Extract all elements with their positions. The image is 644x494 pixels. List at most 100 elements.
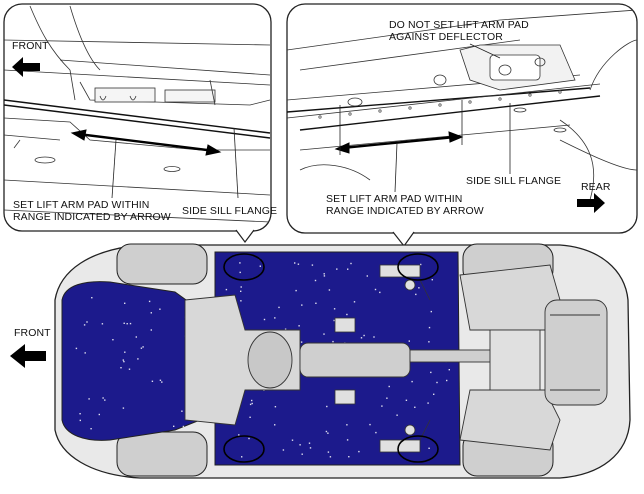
left-front-label: FRONT	[12, 40, 49, 52]
floor-speckle-dot	[75, 347, 78, 350]
floor-speckle-dot	[102, 397, 104, 399]
floor-speckle-dot	[420, 263, 422, 266]
range-arrow-right-callout	[334, 131, 464, 154]
floor-speckle-dot	[129, 322, 132, 325]
floor-speckle-dot	[84, 352, 86, 354]
floor-speckle-dot	[448, 369, 450, 371]
floor-speckle-dot	[137, 358, 139, 360]
right-callout-drawing	[287, 9, 637, 201]
floor-speckle-dot	[430, 310, 432, 313]
floor-speckle-dot	[436, 381, 438, 384]
floor-speckle-dot	[182, 425, 185, 428]
floor-speckle-dot	[333, 319, 335, 322]
floor-speckle-dot	[311, 264, 314, 266]
floor-speckle-dot	[327, 432, 329, 434]
floor-speckle-dot	[90, 428, 92, 430]
floor-speckle-dot	[259, 265, 261, 267]
floor-speckle-dot	[314, 279, 317, 282]
floor-speckle-dot	[159, 379, 162, 381]
floor-speckle-dot	[428, 447, 430, 449]
lift-point-front-right	[223, 435, 265, 463]
floor-speckle-dot	[327, 451, 330, 453]
floor-speckle-dot	[282, 449, 285, 451]
floor-speckle-dot	[308, 442, 311, 444]
floor-speckle-dot	[239, 271, 241, 274]
floor-speckle-dot	[428, 326, 431, 329]
floor-speckle-dot	[328, 289, 331, 291]
floor-speckle-dot	[326, 405, 328, 408]
deflector-warning: DO NOT SET LIFT ARM PAD AGAINST DEFLECTO…	[389, 19, 529, 43]
floor-speckle-dot	[369, 423, 371, 426]
floor-speckle-dot	[325, 430, 328, 433]
floor-speckle-dot	[415, 293, 417, 296]
floor-speckle-dot	[83, 324, 86, 326]
floor-speckle-dot	[329, 456, 332, 458]
leader-line-note-right	[394, 142, 398, 193]
lift-point-rear-right	[397, 435, 439, 463]
floor-speckle-dot	[159, 308, 161, 310]
floor-speckle-dot	[379, 291, 381, 294]
floor-speckle-dot	[284, 328, 287, 330]
floor-speckle-dot	[332, 340, 334, 343]
leader-line-deflector	[469, 43, 501, 59]
floor-speckle-dot	[315, 302, 317, 304]
left-side-sill-label: SIDE SILL FLANGE	[182, 205, 278, 217]
wheel-front-right	[116, 431, 208, 477]
floor-speckle-dot	[101, 323, 104, 325]
floor-speckle-dot	[128, 368, 131, 370]
floor-speckle-dot	[333, 308, 336, 310]
floor-speckle-dot	[411, 380, 413, 383]
right-callout-pointer	[392, 231, 415, 248]
floor-speckle-dot	[123, 322, 125, 324]
leader-line-flange-left	[233, 127, 239, 199]
floor-speckle-dot	[263, 318, 266, 321]
floor-speckle-dot	[298, 325, 300, 327]
floor-speckle-dot	[291, 439, 294, 441]
floor-speckle-dot	[336, 268, 338, 270]
floor-speckle-dot	[323, 275, 326, 277]
floor-speckle-dot	[373, 336, 375, 338]
floor-speckle-dot	[112, 339, 114, 341]
floor-speckle-dot	[148, 300, 151, 303]
front-undercover	[61, 281, 201, 441]
floor-speckle-dot	[123, 360, 125, 363]
floor-speckle-dot	[418, 287, 420, 289]
floor-speckle-dot	[347, 268, 349, 270]
left-callout-drawing	[4, 5, 271, 223]
floor-speckle-dot	[374, 288, 377, 291]
floor-speckle-dot	[251, 402, 253, 405]
floor-speckle-dot	[346, 313, 348, 316]
floor-speckle-dot	[350, 262, 352, 265]
right-callout	[286, 3, 638, 248]
front-subframe	[184, 294, 521, 426]
floor-speckle-dot	[239, 262, 241, 264]
leader-line-note-left	[111, 139, 117, 199]
right-range-note: SET LIFT ARM PAD WITHIN RANGE INDICATED …	[326, 193, 484, 217]
floor-speckle-dot	[388, 385, 390, 388]
range-arrow-left-callout	[70, 129, 222, 156]
underbody-details	[334, 264, 431, 453]
floor-speckle-dot	[300, 341, 303, 343]
arrow-left-icon	[10, 344, 46, 368]
floor-speckle-dot	[161, 381, 163, 383]
floor-speckle-dot	[297, 263, 300, 265]
main-front-label: FRONT	[14, 327, 51, 339]
lift-point-rear-left	[397, 253, 439, 281]
left-callout-pointer	[235, 229, 255, 243]
floor-speckle-dot	[301, 304, 303, 306]
floor-speckle-dot	[428, 341, 430, 343]
floor-speckle-dot	[358, 450, 360, 453]
floor-speckle-dot	[248, 437, 250, 440]
floor-speckle-dot	[140, 347, 143, 349]
floor-speckle-dot	[274, 317, 276, 319]
floor-speckle-dot	[86, 321, 88, 323]
floor-speckle-dot	[299, 444, 301, 446]
left-range-note: SET LIFT ARM PAD WITHIN RANGE INDICATED …	[13, 199, 171, 223]
floor-speckle-dot	[238, 434, 240, 436]
floor-speckle-dot	[295, 289, 297, 292]
floor-speckle-dot	[240, 300, 242, 302]
floor-speckle-dot	[241, 456, 243, 458]
floor-speckle-dot	[249, 403, 252, 406]
lift-point-front-left	[223, 253, 265, 281]
